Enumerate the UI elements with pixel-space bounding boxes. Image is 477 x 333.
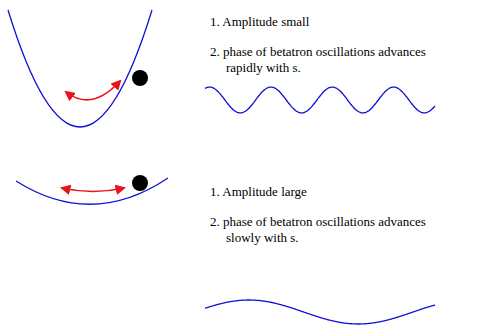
oscillation-arrow xyxy=(62,188,124,192)
amplitude-note: 1. Amplitude large xyxy=(210,184,461,200)
phase-note: 2. phase of betatron oscillations advanc… xyxy=(210,44,461,76)
fast-betatron-wave xyxy=(205,87,435,113)
amplitude-note: 1. Amplitude small xyxy=(210,14,461,30)
slow-betatron-wave xyxy=(205,300,435,324)
oscillation-arrow xyxy=(66,81,120,100)
particle xyxy=(132,70,148,86)
particle xyxy=(132,175,148,191)
steep-potential-well xyxy=(8,10,152,127)
phase-note: 2. phase of betatron oscillations advanc… xyxy=(210,214,461,246)
